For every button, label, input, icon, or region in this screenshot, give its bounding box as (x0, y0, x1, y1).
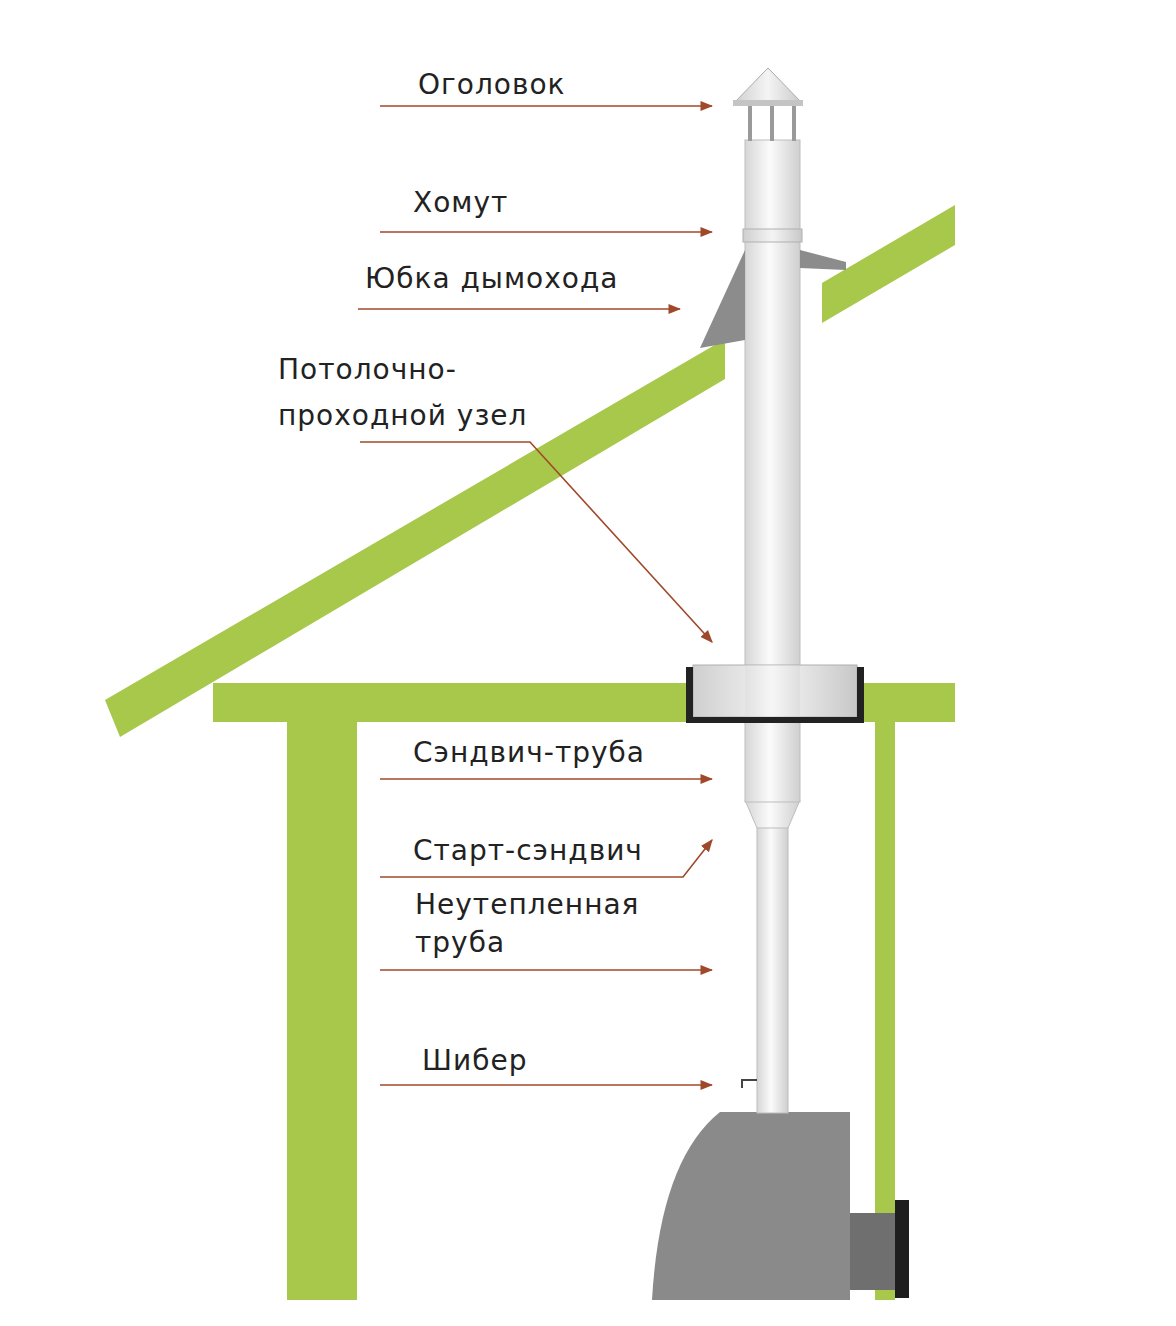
stove (652, 1112, 909, 1300)
part-label: Хомут (413, 186, 713, 220)
start-sandwich (745, 800, 800, 828)
part-label: Оголовок (418, 68, 718, 102)
part-label: Юбка дымохода (365, 262, 685, 296)
part-label: Неутепленная труба (415, 886, 677, 962)
part-label: Шибер (422, 1044, 722, 1078)
chimney-skirt (700, 250, 846, 348)
part-label: Сэндвич-труба (413, 736, 713, 770)
part-label: Старт-сэндвич (413, 834, 713, 868)
clamp (743, 229, 802, 242)
part-label: Потолочно- проходной узел (278, 347, 578, 439)
building-structure (105, 205, 955, 1300)
damper (742, 1080, 757, 1088)
uninsulated-pipe (757, 825, 788, 1113)
chimney-cap (733, 68, 803, 141)
ceiling-pass-node (686, 665, 864, 723)
leader-lines (358, 106, 712, 1085)
